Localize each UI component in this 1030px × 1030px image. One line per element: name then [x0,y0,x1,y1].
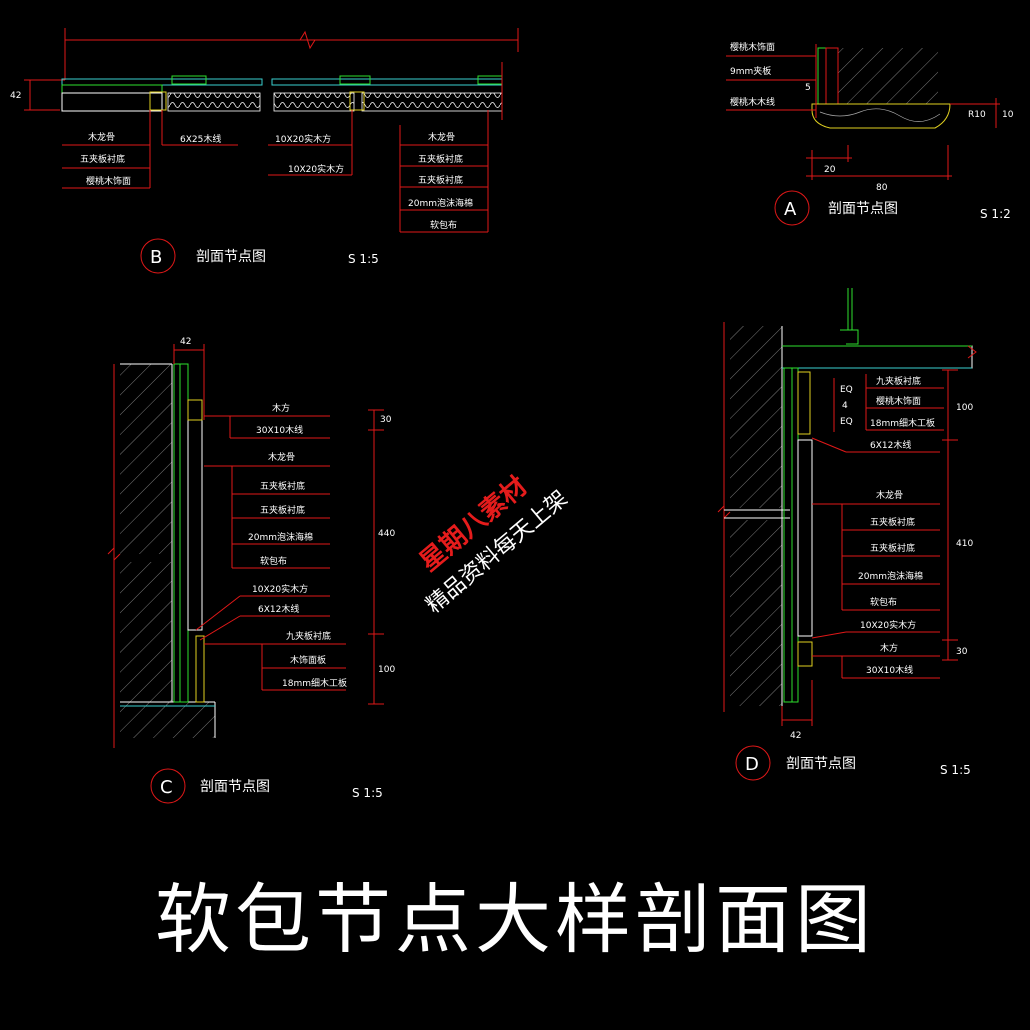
c-label-3: 木龙骨 [268,451,295,463]
a-d80: 80 [876,183,888,193]
dim-42-b: 42 [10,91,21,101]
detail-d: 42 EQ 4 EQ 九夹板衬底 樱桃木饰面 18mm细木工板 6X12木线 木… [717,288,977,781]
b-right-1: 木龙骨 [428,131,455,143]
d-dim-42: 42 [790,731,801,741]
b-label-2: 五夹板衬底 [80,153,125,165]
c-dim-30: 30 [380,415,392,425]
a-d5: 5 [805,83,811,93]
c-dim-100: 100 [378,665,395,675]
detail-a: R10 10 5 樱桃木饰面 9mm夹板 樱桃木木线 20 80 A 剖面节点图… [726,41,1014,226]
c-label-4: 五夹板衬底 [260,480,305,492]
a-scale: S 1:2 [980,207,1011,221]
d-dim-100: 100 [956,403,973,413]
d-label-12: 30X10木线 [866,664,913,676]
c-label-5: 五夹板衬底 [260,504,305,516]
c-label-9: 6X12木线 [258,603,299,615]
d-eq-3: EQ [840,417,853,427]
d-label-7: 五夹板衬底 [870,542,915,554]
c-scale: S 1:5 [352,786,383,800]
a-label-2: 9mm夹板 [730,65,771,77]
b-right-3: 五夹板衬底 [418,174,463,186]
b-right-2: 五夹板衬底 [418,153,463,165]
a-d20: 20 [824,165,836,175]
c-caption: 剖面节点图 [200,779,270,795]
b-label-1: 木龙骨 [88,131,115,143]
d-scale: S 1:5 [940,763,971,777]
b-mid-1: 6X25木线 [180,133,221,145]
b-right-4: 20mm泡沫海棉 [408,197,473,209]
b-right-5: 软包布 [430,219,457,231]
d-circle-letter: D [745,754,759,775]
d-label-3: 18mm细木工板 [870,417,935,429]
a-circle-letter: A [784,199,797,220]
b-caption: 剖面节点图 [196,249,266,265]
c-label-12: 18mm细木工板 [282,677,347,689]
d-caption: 剖面节点图 [786,756,856,772]
a-label-1: 樱桃木饰面 [730,41,775,53]
c-label-7: 软包布 [260,555,287,567]
d-label-11: 木方 [880,642,898,654]
c-label-10: 九夹板衬底 [286,630,331,642]
d-label-6: 五夹板衬底 [870,516,915,528]
page-title: 软包节点大样剖面图 [155,875,875,964]
d-dim-30: 30 [956,647,968,657]
b-scale: S 1:5 [348,252,379,266]
c-label-11: 木饰面板 [290,654,326,666]
d-eq-1: EQ [840,385,853,395]
c-circle-letter: C [160,777,173,798]
d-label-10: 10X20实木方 [860,619,916,631]
d-label-1: 九夹板衬底 [876,375,921,387]
c-label-2: 30X10木线 [256,424,303,436]
a-label-3: 樱桃木木线 [730,96,775,108]
c-label-8: 10X20实木方 [252,583,308,595]
d-label-9: 软包布 [870,596,897,608]
c-dim-440: 440 [378,529,395,539]
b-label-3: 樱桃木饰面 [86,175,131,187]
d-label-8: 20mm泡沫海棉 [858,570,923,582]
d-label-5: 木龙骨 [876,489,903,501]
a-r10: R10 [968,110,986,120]
detail-b: 42 木龙骨 五夹板衬底 樱桃木饰面 6X25木线 10X20实木方 10X20… [10,28,519,274]
b-mid-3: 10X20实木方 [288,163,344,175]
c-label-6: 20mm泡沫海棉 [248,531,313,543]
c-label-1: 木方 [272,402,290,414]
b-mid-2: 10X20实木方 [275,133,331,145]
a-d10: 10 [1002,110,1014,120]
d-label-4: 6X12木线 [870,439,911,451]
c-dim-42: 42 [180,337,191,347]
d-dim-410: 410 [956,539,973,549]
a-caption: 剖面节点图 [828,201,898,217]
b-circle-letter: B [150,247,162,268]
detail-c: 42 木方 30X10木线 木龙骨 五夹板衬底 五夹板衬底 20mm泡沫海棉 软… [107,337,395,804]
d-label-2: 樱桃木饰面 [876,395,921,407]
d-eq-2: 4 [842,401,848,411]
